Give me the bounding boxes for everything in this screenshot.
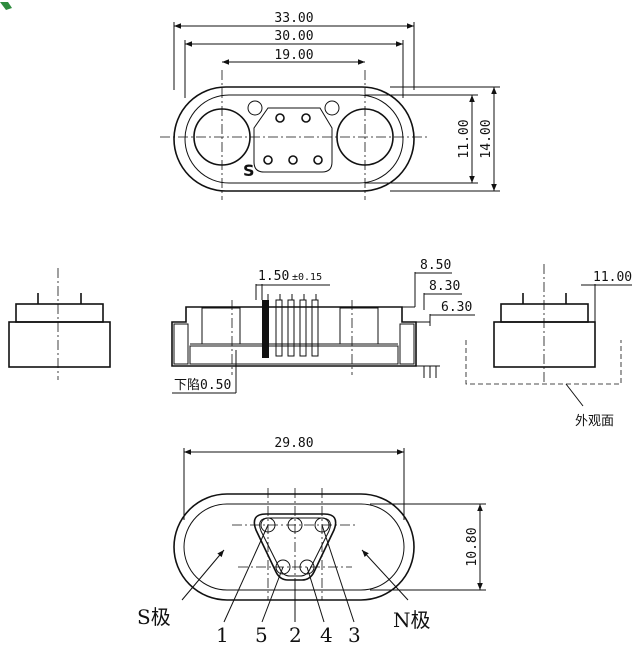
pin-label: 2 xyxy=(289,623,302,647)
side-top-step xyxy=(15,303,104,323)
logo-fragment xyxy=(0,2,12,10)
left-magnet-section xyxy=(201,307,241,345)
dim-hole-spacing: 19.00 xyxy=(274,48,313,63)
pin-dot xyxy=(301,113,311,123)
dim-recess: 下陷0.50 xyxy=(174,378,231,393)
n-pole-label: N极 xyxy=(393,608,431,632)
pin-dot xyxy=(313,155,323,165)
dim-bottom-length: 29.80 xyxy=(274,436,313,451)
side-body xyxy=(493,321,596,368)
side-top-step xyxy=(500,303,589,323)
small-hole-left xyxy=(247,100,263,116)
s-polarity-mark: S xyxy=(243,161,255,180)
appearance-face-label: 外观面 xyxy=(575,414,614,429)
top-outer-outline xyxy=(173,86,415,192)
pin-pad xyxy=(253,107,333,173)
dim-height-1: 8.50 xyxy=(420,258,451,273)
leader-pin xyxy=(223,524,269,623)
dim-height-3: 6.30 xyxy=(441,300,472,315)
pin-label: 4 xyxy=(320,623,333,647)
section-outline xyxy=(171,306,417,367)
right-magnet-section xyxy=(339,307,379,345)
small-hole-right xyxy=(324,100,340,116)
side-body xyxy=(8,321,111,368)
top-pins xyxy=(263,113,323,165)
bottom-outer-outline xyxy=(173,493,415,601)
appearance-face-outline xyxy=(465,340,622,385)
dim-pin-tolerance: ±0.15 xyxy=(292,272,322,283)
top-inner-outline xyxy=(184,94,404,184)
section-pins xyxy=(262,294,319,358)
pin-pad-outline xyxy=(253,513,337,581)
dim-overall-length: 33.00 xyxy=(274,11,313,26)
pin-section xyxy=(311,299,319,357)
pin-section xyxy=(287,299,295,357)
pin-dot xyxy=(288,155,298,165)
dim-overall-height: 14.00 xyxy=(479,119,494,158)
section-view: 1.50 ±0.15 8.50 8.30 6.30 下陷0.50 xyxy=(171,258,475,394)
pin-section xyxy=(299,299,307,357)
leader-pin xyxy=(261,566,284,623)
pin-dot xyxy=(263,155,273,165)
leader-pin xyxy=(306,566,325,623)
s-pole-label: S极 xyxy=(137,605,171,629)
leader-s-pole xyxy=(181,549,225,601)
leader-n-pole xyxy=(361,549,409,601)
dim-height-2: 8.30 xyxy=(429,279,460,294)
dim-pin-width: 1.50 xyxy=(258,269,289,284)
dim-inner-length: 30.00 xyxy=(274,29,313,44)
dim-bottom-height: 10.80 xyxy=(465,527,480,566)
leader-pin xyxy=(321,524,355,623)
left-side-view xyxy=(8,268,111,380)
dim-inner-height: 11.00 xyxy=(457,119,472,158)
dim-side-height: 11.00 xyxy=(593,270,632,285)
pin-section xyxy=(262,300,269,358)
pin-label: 3 xyxy=(348,623,361,647)
top-view: S 33.00 30.00 19.00 11.00 14.00 xyxy=(160,11,500,200)
bottom-inner-outline xyxy=(183,503,405,591)
pin-label: 5 xyxy=(255,623,268,647)
leader-line xyxy=(565,383,584,407)
pin-section xyxy=(275,299,283,357)
pin-dot xyxy=(275,113,285,123)
pin-label: 1 xyxy=(216,623,229,647)
right-side-view: 11.00 外观面 xyxy=(465,264,632,429)
bottom-view: 29.80 10.80 S极 N极 1 5 2 4 3 xyxy=(137,436,486,647)
